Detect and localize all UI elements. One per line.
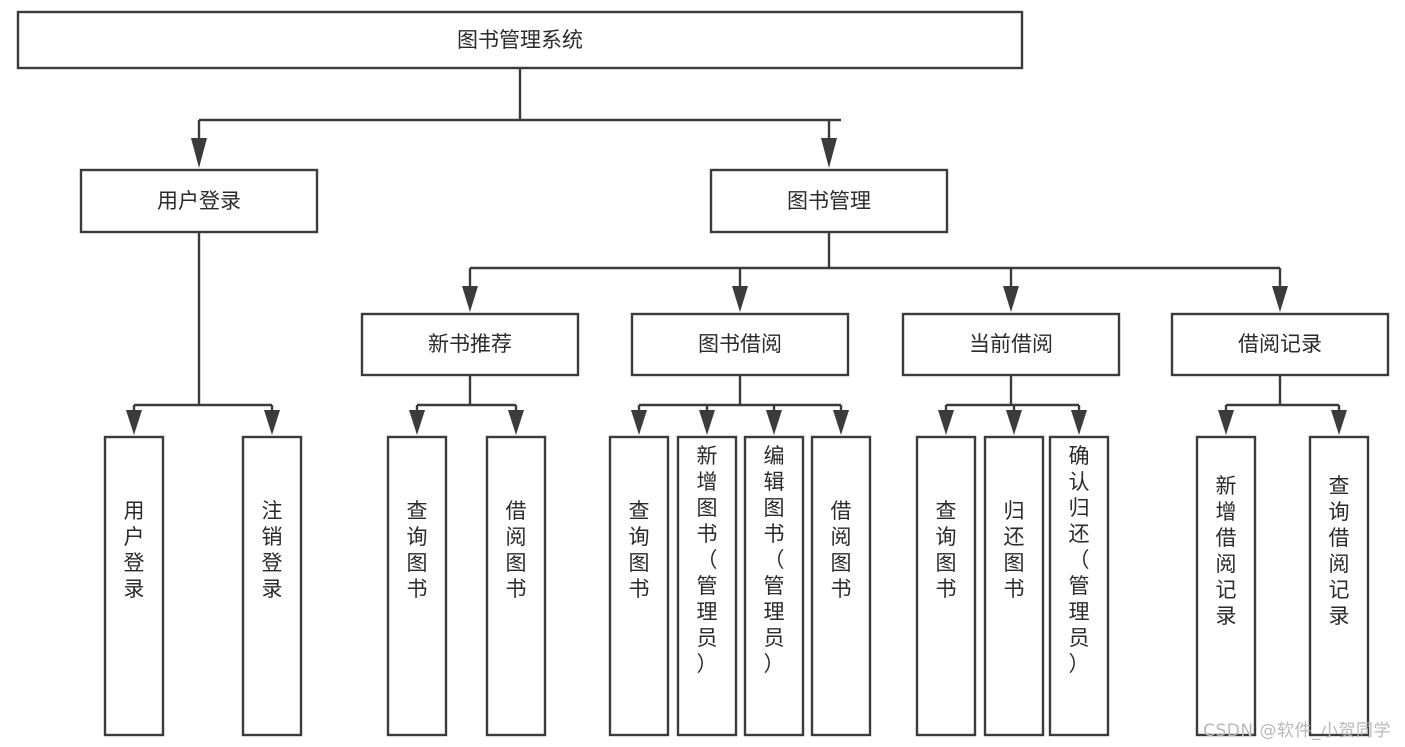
- node-leaf-add-borrow-record[interactable]: 新增借阅记录: [1195, 435, 1257, 737]
- arrow-head-leaf-borrow-book: [833, 410, 849, 435]
- node-leaf-borrow-book-recommend-box[interactable]: [485, 435, 547, 737]
- connector-borrow-record-to-leaves: [1218, 375, 1347, 435]
- node-leaf-user-logout-box[interactable]: [241, 435, 303, 737]
- arrow-head-leaf-confirm-return-admin: [1071, 410, 1087, 435]
- node-leaf-edit-book-admin[interactable]: 编辑图书（管理员）: [743, 435, 805, 737]
- arrow-head-book-borrow: [732, 286, 748, 312]
- node-root-system[interactable]: 图书管理系统: [16, 10, 1024, 70]
- arrow-head-book-manage: [821, 138, 837, 168]
- arrow-head-leaf-user-logout: [264, 410, 280, 435]
- node-leaf-query-borrow-record-label: 查询借阅记录: [1329, 474, 1350, 628]
- arrow-head-borrow-record: [1272, 286, 1288, 312]
- node-root-system-box[interactable]: [16, 10, 1024, 70]
- node-root-system-label: 图书管理系统: [457, 28, 583, 52]
- node-leaf-edit-book-admin-label: 编辑图书（管理员）: [764, 444, 785, 676]
- node-leaf-return-book[interactable]: 归还图书: [983, 435, 1045, 737]
- node-new-book-recommend[interactable]: 新书推荐: [360, 312, 580, 377]
- node-leaf-borrow-book-box[interactable]: [810, 435, 872, 737]
- node-leaf-add-book-admin-label: 新增图书（管理员）: [697, 444, 718, 676]
- node-leaf-borrow-book[interactable]: 借阅图书: [810, 435, 872, 737]
- node-borrow-record-box[interactable]: [1170, 312, 1390, 377]
- node-book-manage-box[interactable]: [709, 168, 949, 234]
- node-leaf-query-borrow-record-box[interactable]: [1308, 435, 1370, 737]
- node-book-manage-label: 图书管理: [787, 189, 871, 213]
- node-user-login-box[interactable]: [79, 168, 319, 234]
- node-new-book-recommend-box[interactable]: [360, 312, 580, 377]
- arrow-head-user-login: [191, 138, 207, 168]
- node-leaf-query-book-borrow-label: 查询图书: [629, 499, 650, 601]
- node-leaf-confirm-return-admin-box[interactable]: [1048, 435, 1110, 737]
- node-leaf-add-book-admin-box[interactable]: [676, 435, 738, 737]
- node-leaf-query-book-current[interactable]: 查询图书: [915, 435, 977, 737]
- node-user-login-label: 用户登录: [157, 189, 241, 213]
- node-leaf-query-book-recommend-label: 查询图书: [407, 499, 428, 601]
- node-leaf-query-borrow-record[interactable]: 查询借阅记录: [1308, 435, 1370, 737]
- node-borrow-record-label: 借阅记录: [1238, 332, 1322, 356]
- node-book-borrow-box[interactable]: [630, 312, 850, 377]
- node-leaf-add-borrow-record-label: 新增借阅记录: [1216, 474, 1237, 628]
- node-leaf-add-book-admin[interactable]: 新增图书（管理员）: [676, 435, 738, 737]
- node-leaf-user-logout-label: 注销登录: [262, 499, 283, 601]
- arrow-head-new-book-recommend: [462, 286, 478, 312]
- arrow-head-leaf-query-book-borrow: [631, 410, 647, 435]
- arrow-head-leaf-edit-book-admin: [766, 410, 782, 435]
- node-leaf-query-book-borrow-box[interactable]: [608, 435, 670, 737]
- node-leaf-query-book-current-box[interactable]: [915, 435, 977, 737]
- node-leaf-borrow-book-recommend-label: 借阅图书: [506, 499, 527, 601]
- node-leaf-return-book-label: 归还图书: [1004, 499, 1025, 601]
- connector-user-login-to-leaves: [126, 232, 280, 435]
- node-current-borrow-box[interactable]: [901, 312, 1121, 377]
- node-leaf-user-login-label: 用户登录: [124, 499, 145, 601]
- node-leaf-user-login-box[interactable]: [103, 435, 165, 737]
- node-leaf-query-book-recommend[interactable]: 查询图书: [386, 435, 448, 737]
- node-new-book-recommend-label: 新书推荐: [428, 332, 512, 356]
- node-leaf-query-book-recommend-box[interactable]: [386, 435, 448, 737]
- node-leaf-query-book-current-label: 查询图书: [936, 499, 957, 601]
- node-leaf-edit-book-admin-box[interactable]: [743, 435, 805, 737]
- arrow-head-leaf-query-book-recommend: [409, 410, 425, 435]
- connector-root-to-level2: [191, 68, 841, 168]
- node-book-borrow[interactable]: 图书借阅: [630, 312, 850, 377]
- arrow-head-leaf-query-book-current: [938, 410, 954, 435]
- node-leaf-user-login[interactable]: 用户登录: [103, 435, 165, 737]
- arrow-head-leaf-add-borrow-record: [1218, 410, 1234, 435]
- node-leaf-confirm-return-admin[interactable]: 确认归还（管理员）: [1048, 435, 1110, 737]
- node-user-login[interactable]: 用户登录: [79, 168, 319, 234]
- connector-book-borrow-to-leaves: [631, 375, 849, 435]
- arrow-head-leaf-user-login: [126, 410, 142, 435]
- node-current-borrow-label: 当前借阅: [969, 332, 1053, 356]
- node-leaf-user-logout[interactable]: 注销登录: [241, 435, 303, 737]
- node-leaf-borrow-book-label: 借阅图书: [831, 499, 852, 601]
- node-leaf-return-book-box[interactable]: [983, 435, 1045, 737]
- node-borrow-record[interactable]: 借阅记录: [1170, 312, 1390, 377]
- arrow-head-leaf-return-book: [1006, 410, 1022, 435]
- arrow-head-leaf-add-book-admin: [699, 410, 715, 435]
- arrow-head-current-borrow: [1003, 286, 1019, 312]
- connector-new-book-recommend-to-leaves: [409, 375, 524, 435]
- node-current-borrow[interactable]: 当前借阅: [901, 312, 1121, 377]
- connector-current-borrow-to-leaves: [938, 375, 1087, 435]
- node-leaf-add-borrow-record-box[interactable]: [1195, 435, 1257, 737]
- node-book-borrow-label: 图书借阅: [698, 332, 782, 356]
- node-leaf-query-book-borrow[interactable]: 查询图书: [608, 435, 670, 737]
- node-book-manage[interactable]: 图书管理: [709, 168, 949, 234]
- connector-book-manage-to-level3: [462, 232, 1288, 312]
- arrow-head-leaf-query-borrow-record: [1331, 410, 1347, 435]
- arrow-head-leaf-borrow-book-recommend: [508, 410, 524, 435]
- node-leaf-confirm-return-admin-label: 确认归还（管理员）: [1069, 444, 1090, 676]
- node-leaf-borrow-book-recommend[interactable]: 借阅图书: [485, 435, 547, 737]
